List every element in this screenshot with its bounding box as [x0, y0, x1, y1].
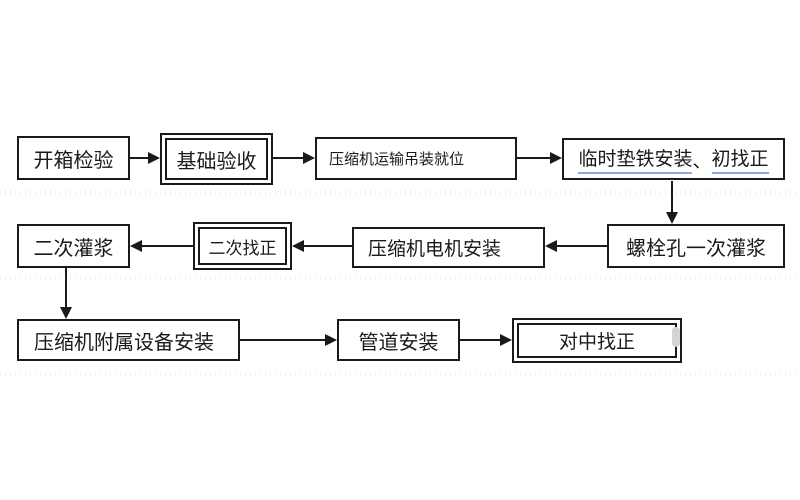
flow-node-centering-alignment: 对中找正 [512, 318, 682, 363]
speckle-band-row1 [0, 190, 800, 196]
flow-node-centering-alignment-label: 对中找正 [517, 323, 677, 358]
flow-node-compressor-transport-hoisting: 压缩机运输吊装就位 [315, 137, 517, 180]
flow-node-unpacking-inspection: 开箱检验 [17, 136, 130, 180]
flow-node-piping-installation: 管道安装 [337, 319, 460, 361]
speckle-band-row2 [0, 274, 800, 280]
watermark-artifact [672, 327, 680, 347]
flow-node-bolt-hole-first-grouting: 螺栓孔一次灌浆 [607, 224, 785, 268]
temp-shim-underlined-text: 临时垫铁安装 [578, 144, 693, 174]
temp-shim-separator: 、 [692, 150, 712, 172]
flow-node-second-alignment: 二次找正 [193, 222, 292, 270]
flow-node-compressor-auxiliary-equipment-installation: 压缩机附属设备安装 [17, 319, 240, 361]
flow-node-second-alignment-label: 二次找正 [198, 227, 287, 265]
speckle-band-row3 [0, 371, 800, 377]
flow-node-second-grouting: 二次灌浆 [17, 224, 130, 268]
flow-node-foundation-acceptance: 基础验收 [160, 133, 273, 185]
initial-alignment-underlined-text: 初找正 [711, 144, 769, 174]
flow-node-temp-shim-install-initial-alignment: 临时垫铁安装、初找正 [562, 138, 785, 180]
flow-node-foundation-acceptance-label: 基础验收 [165, 138, 268, 180]
flow-node-compressor-motor-installation: 压缩机电机安装 [352, 227, 545, 268]
